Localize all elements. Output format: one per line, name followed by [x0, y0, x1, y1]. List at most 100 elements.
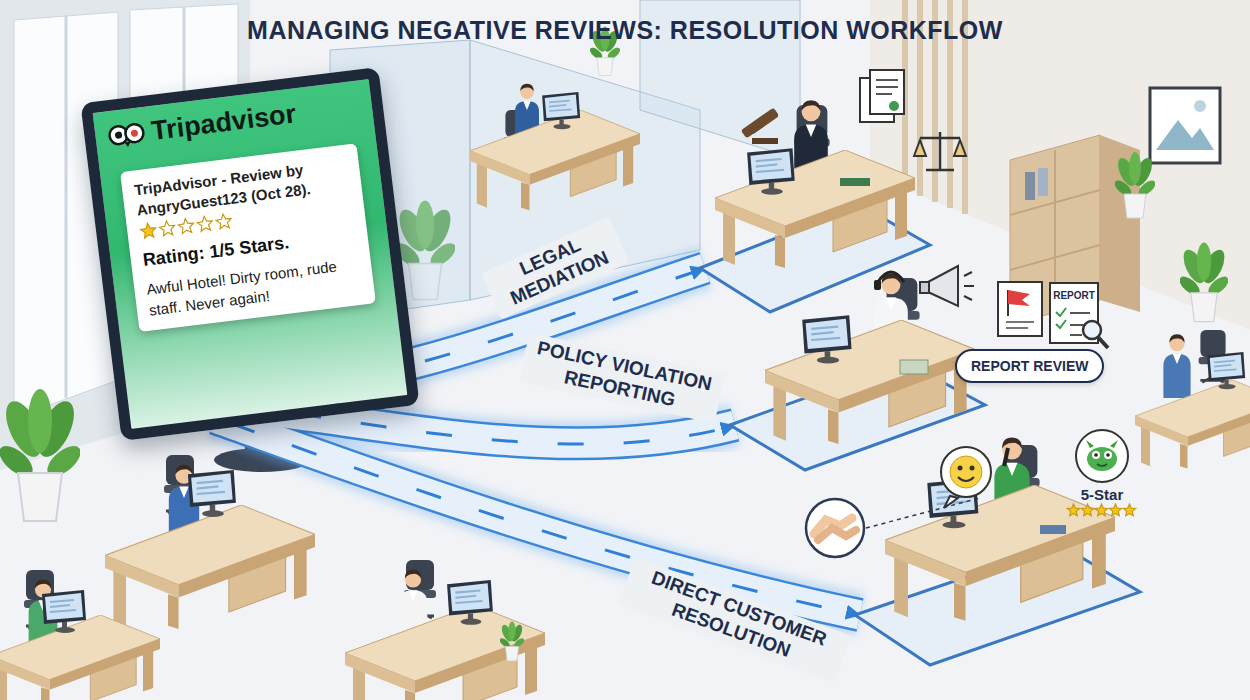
- circle-part: [970, 466, 975, 471]
- brand-name: Tripadvisor: [149, 98, 297, 147]
- direct-icons: [806, 447, 991, 557]
- polygon-part: [197, 215, 214, 231]
- diagram-title: MANAGING NEGATIVE REVIEWS: RESOLUTION WO…: [0, 16, 1250, 45]
- polygon-part: [159, 220, 176, 236]
- use-part: [885, 485, 1115, 621]
- use-part: [747, 148, 795, 194]
- use-part: [715, 150, 915, 268]
- desk-pads: [700, 205, 1140, 665]
- review-mascot-icon: [1074, 428, 1130, 484]
- legal-desk: [715, 100, 915, 268]
- use-part: [105, 505, 315, 629]
- rect-part: [874, 280, 881, 290]
- circle-part: [958, 466, 963, 471]
- rect-part: [840, 178, 870, 186]
- polygon-part: [1109, 504, 1121, 516]
- rect-part: [752, 138, 778, 144]
- path-part: [1086, 440, 1118, 448]
- polygon-part: [215, 213, 232, 229]
- use-part: [1163, 334, 1190, 398]
- rect-part: [751, 113, 778, 134]
- circle-part: [130, 129, 138, 137]
- use-part: [1135, 380, 1250, 469]
- circle-part: [1104, 451, 1112, 459]
- polygon-part: [1067, 504, 1079, 516]
- path-part: [818, 528, 856, 540]
- polygon-part: [1123, 504, 1135, 516]
- circle-part: [1094, 453, 1098, 457]
- ellipse-part: [1087, 447, 1117, 471]
- use-part: [345, 605, 545, 700]
- circle-part: [1083, 321, 1101, 339]
- circle-part: [941, 447, 991, 497]
- rect-part: [741, 107, 780, 138]
- path-part: [230, 423, 855, 614]
- review-card: TripAdvisor - Review by AngryGuest123 (O…: [120, 143, 376, 332]
- review-monitor: TripadvisorTripAdvisor - Review by Angry…: [80, 67, 419, 441]
- path-part: [1098, 337, 1108, 348]
- badge-icon-holder: [1062, 428, 1142, 484]
- path-part: [866, 498, 980, 528]
- circle-part: [889, 101, 899, 111]
- use-part: [802, 315, 851, 363]
- report-button: REPORT REVIEW: [955, 349, 1104, 383]
- rect-part: [842, 171, 870, 178]
- back-wall: [870, 0, 1250, 330]
- path-part: [1056, 308, 1066, 328]
- circle-part: [1106, 453, 1110, 457]
- path-part: [215, 418, 860, 615]
- use-part: [1207, 352, 1245, 389]
- circle-part: [1194, 100, 1206, 112]
- five-star-rating: [1066, 503, 1138, 519]
- use-part: [498, 621, 525, 661]
- badge-stars-holder: [1062, 503, 1142, 519]
- circle-part: [124, 123, 144, 143]
- use-part: [1112, 152, 1158, 218]
- button-text: REPORT REVIEW: [971, 358, 1088, 374]
- path-part: [1008, 290, 1030, 306]
- use-part: [0, 389, 86, 521]
- policy-icons: [920, 266, 1108, 348]
- polygon-part: [870, 0, 1250, 330]
- path-part: [124, 141, 131, 147]
- path-part: [914, 140, 966, 156]
- rect-part: [870, 70, 904, 114]
- rect-part: [998, 282, 1042, 336]
- use-part: [765, 320, 975, 444]
- rect-part: [1150, 88, 1220, 163]
- polygon-part: [178, 218, 195, 234]
- path-part: [878, 272, 904, 282]
- badge-text: 5-Star: [1062, 486, 1142, 503]
- rect-part: [900, 360, 928, 374]
- circle-part: [1076, 430, 1128, 482]
- path-label: POLICY VIOLATION REPORTING: [519, 333, 725, 423]
- path-label: DIRECT CUSTOMER RESOLUTION: [618, 557, 851, 682]
- polygon-part: [1081, 504, 1093, 516]
- rect-part: [920, 282, 929, 293]
- circle-part: [806, 499, 864, 557]
- path-part: [1006, 322, 1034, 328]
- use-part: [188, 470, 236, 517]
- legal-icons: [741, 70, 966, 170]
- path-part: [1097, 464, 1107, 466]
- rating-badge: 5-Star: [1062, 428, 1142, 519]
- rect-part: [1038, 168, 1048, 196]
- polygon-part: [140, 222, 157, 238]
- use-part: [42, 590, 86, 633]
- icon-caption: REPORT: [1051, 290, 1097, 302]
- path-part: [876, 80, 898, 94]
- circle-part: [950, 456, 982, 488]
- owl-logo: [106, 118, 147, 150]
- path-part: [958, 477, 974, 481]
- circle-part: [115, 131, 123, 139]
- use-part: [542, 92, 580, 129]
- rect-part: [1025, 172, 1035, 200]
- path-part: [964, 272, 974, 300]
- path-part: [1156, 120, 1214, 150]
- rect-part: [1040, 525, 1066, 534]
- review-byline: TripAdvisor - Review by AngryGuest123 (O…: [133, 155, 350, 220]
- use-part: [447, 580, 493, 625]
- path-part: [1004, 448, 1008, 466]
